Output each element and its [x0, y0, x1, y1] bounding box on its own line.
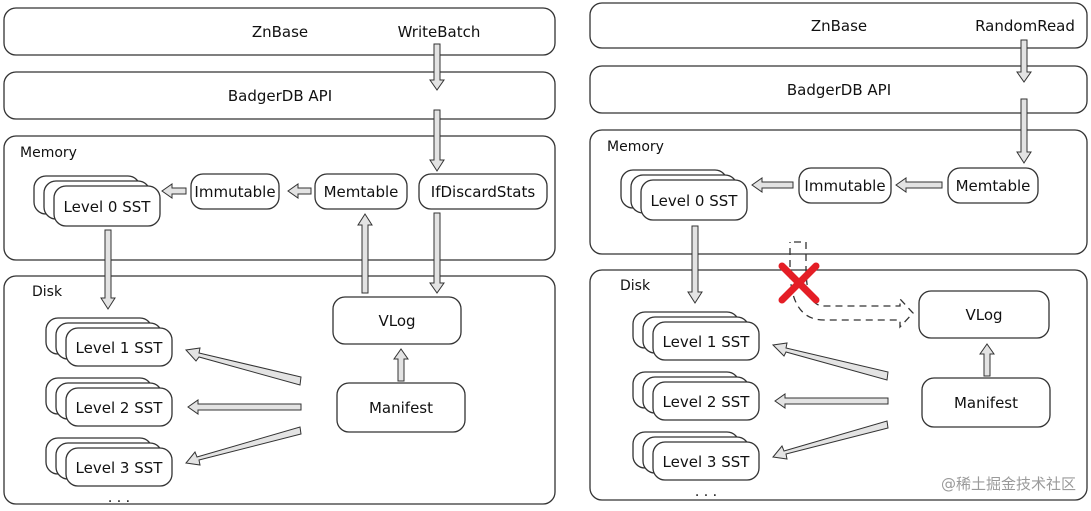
left-manifest-label: Manifest: [369, 399, 433, 417]
left-arrow-manifest-to-vlog: [393, 348, 409, 382]
right-level3-label: Level 3 SST: [663, 453, 751, 471]
left-level2-box: [65, 387, 173, 427]
left-arrow-writebatch-to-api: [429, 43, 445, 91]
left-memtable-label: Memtable: [324, 183, 399, 201]
right-diagram: ZnBase RandomRead BadgerDB API Memory Le…: [589, 2, 1088, 501]
left-arrow-ifdiscard-to-vlog: [429, 212, 445, 294]
right-memory-label: Memory: [607, 139, 664, 155]
right-randomread-label: RandomRead: [975, 17, 1075, 35]
right-manifest-label: Manifest: [954, 394, 1018, 412]
left-arrow-immutable-to-level0: [161, 183, 187, 199]
left-arrow-api-to-ifdiscard: [429, 109, 445, 172]
left-level0-box: [53, 185, 161, 227]
right-level3-box: [652, 441, 760, 481]
left-manifest-box: [336, 382, 466, 433]
right-level0-box: [640, 179, 748, 221]
right-znbase-bar: [589, 2, 1088, 49]
right-arrow-manifest-to-vlog: [979, 343, 995, 377]
left-level0-label: Level 0 SST: [64, 198, 152, 216]
left-level2-label: Level 2 SST: [76, 399, 164, 417]
left-writebatch-label: WriteBatch: [398, 23, 481, 41]
left-ifdiscardstats-label: IfDiscardStats: [431, 183, 536, 201]
watermark: @稀土掘金技术社区: [941, 475, 1076, 493]
left-vlog-label: VLog: [378, 312, 415, 330]
right-disk-label: Disk: [620, 278, 651, 294]
right-memtable-box: [947, 167, 1039, 204]
left-arrow-memtable-to-immutable: [287, 183, 312, 199]
left-immutable-label: Immutable: [194, 183, 275, 201]
left-arrow-manifest-to-level3: [185, 426, 302, 466]
left-arrow-manifest-to-level1: [184, 347, 302, 386]
cross-icon: [778, 262, 820, 304]
left-level1-label: Level 1 SST: [76, 339, 164, 357]
right-arrow-manifest-to-level2: [774, 393, 889, 409]
left-arrow-vlog-to-memtable: [357, 213, 373, 294]
left-znbase-bar: [3, 7, 556, 56]
left-ellipsis: . . .: [108, 490, 130, 506]
left-api-label: BadgerDB API: [228, 87, 332, 105]
right-arrow-memtable-to-immutable: [895, 177, 943, 193]
right-vlog-label: VLog: [965, 306, 1002, 324]
left-api-bar: [3, 71, 556, 120]
left-ifdiscardstats-box: [418, 173, 548, 210]
right-api-bar: [589, 65, 1088, 114]
right-api-label: BadgerDB API: [787, 81, 891, 99]
right-znbase-label: ZnBase: [811, 17, 867, 35]
right-arrow-manifest-to-level1: [771, 342, 889, 381]
right-level2-label: Level 2 SST: [663, 393, 751, 411]
right-arrow-manifest-to-level3: [772, 420, 889, 460]
left-diagram: ZnBase WriteBatch BadgerDB API Memory Le…: [3, 7, 556, 506]
right-dashed-arrow-to-vlog: [789, 241, 914, 329]
right-ellipsis: . . .: [695, 484, 717, 500]
right-arrow-immutable-to-level0: [751, 177, 794, 193]
left-level3-label: Level 3 SST: [76, 459, 164, 477]
left-immutable-box: [190, 173, 280, 210]
right-arrow-level0-to-level1: [687, 225, 703, 304]
left-arrow-level0-to-level1: [100, 229, 116, 310]
left-znbase-label: ZnBase: [252, 23, 308, 41]
left-level3-box: [65, 447, 173, 487]
right-manifest-box: [921, 377, 1051, 428]
right-immutable-box: [798, 167, 892, 204]
left-memory-label: Memory: [20, 145, 77, 161]
right-level1-box: [652, 321, 760, 361]
right-arrow-randomread-to-api: [1016, 39, 1032, 83]
left-arrow-manifest-to-level2: [187, 399, 302, 415]
right-level0-label: Level 0 SST: [651, 192, 739, 210]
left-memtable-box: [314, 173, 408, 210]
right-level2-box: [652, 381, 760, 421]
right-arrow-api-to-memtable: [1016, 98, 1032, 164]
left-vlog-box: [332, 296, 462, 345]
right-memtable-label: Memtable: [956, 177, 1031, 195]
right-level1-label: Level 1 SST: [663, 333, 751, 351]
left-disk-label: Disk: [32, 284, 63, 300]
right-vlog-box: [918, 290, 1050, 339]
right-immutable-label: Immutable: [804, 177, 885, 195]
left-level1-box: [65, 327, 173, 367]
